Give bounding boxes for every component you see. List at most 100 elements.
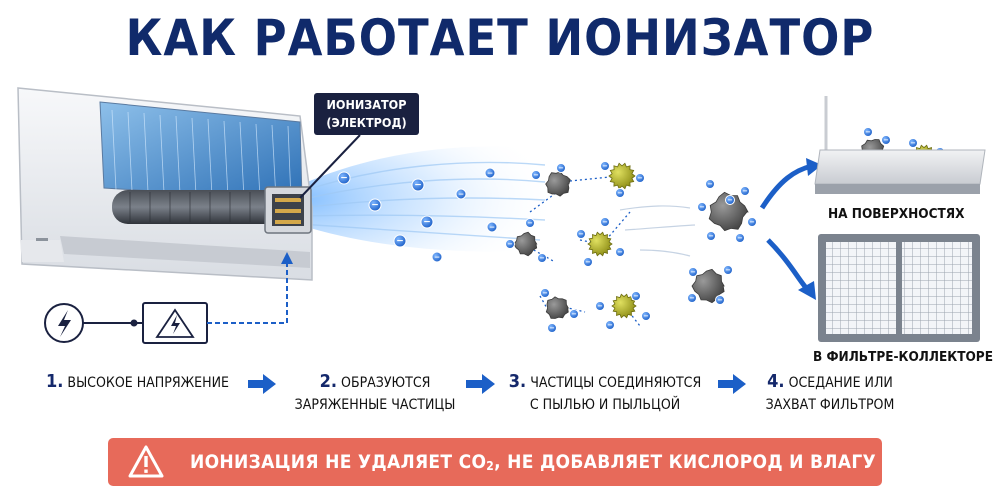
negative-ion: − (393, 234, 407, 248)
warning-icon (128, 445, 164, 478)
negative-ion: − (600, 161, 610, 171)
dust-particle (545, 296, 569, 319)
svg-text:−: − (637, 174, 643, 182)
svg-text:−: − (617, 248, 623, 256)
negative-ion: − (908, 138, 918, 148)
negative-ion: − (431, 251, 443, 263)
svg-text:−: − (434, 252, 440, 261)
step-1-line1: ВЫСОКОЕ НАПРЯЖЕНИЕ (67, 375, 229, 391)
negative-ion: − (531, 170, 541, 180)
dust-particle (513, 231, 538, 257)
svg-text:−: − (725, 266, 731, 274)
warning-text-pre: ИОНИЗАЦИЯ НЕ УДАЛЯЕТ CO (190, 451, 487, 473)
svg-text:−: − (578, 230, 584, 238)
svg-text:−: − (487, 168, 493, 177)
svg-text:−: − (396, 237, 404, 247)
svg-text:−: − (883, 136, 889, 144)
negative-ion: − (556, 163, 566, 173)
negative-ion: − (735, 233, 745, 243)
negative-ion: − (540, 288, 550, 298)
svg-text:−: − (571, 310, 577, 318)
svg-text:−: − (643, 312, 649, 320)
negative-ion: − (881, 135, 891, 145)
step-4-number: 4. (767, 371, 785, 392)
step-1: 1.ВЫСОКОЕ НАПРЯЖЕНИЕ (46, 371, 236, 394)
negative-ion: − (706, 231, 716, 241)
step-3-line1: ЧАСТИЦЫ СОЕДИНЯЮТСЯ (530, 375, 702, 391)
svg-text:−: − (910, 139, 916, 147)
svg-text:−: − (597, 302, 603, 310)
flow-lines (619, 205, 696, 257)
destination-arrows (759, 158, 822, 300)
step-2-line2: ЗАРЯЖЕННЫЕ ЧАСТИЦЫ (294, 397, 456, 413)
arrow-right-icon (718, 374, 746, 394)
svg-text:−: − (607, 321, 613, 329)
step-2-number: 2. (319, 371, 338, 392)
negative-ion: − (863, 127, 873, 137)
negative-ion: − (635, 173, 645, 183)
warning-text-sub: 2 (486, 459, 495, 473)
callout-pointer (299, 134, 361, 199)
warning-banner: ИОНИЗАЦИЯ НЕ УДАЛЯЕТ CO2, НЕ ДОБАВЛЯЕТ К… (108, 438, 882, 486)
svg-text:−: − (527, 219, 533, 227)
surface-shelf (814, 96, 986, 194)
svg-text:−: − (533, 171, 539, 179)
svg-text:−: − (423, 218, 431, 228)
air-conditioner (17, 87, 313, 281)
svg-text:−: − (489, 222, 495, 231)
step-2: 2.ОБРАЗУЮТСЯ ЗАРЯЖЕННЫЕ ЧАСТИЦЫ (285, 371, 465, 416)
warning-text-post: , НЕ ДОБАВЛЯЕТ КИСЛОРОД И ВЛАГУ (494, 451, 877, 473)
voltage-source (44, 252, 293, 344)
filter-collector (818, 234, 980, 342)
svg-text:−: − (690, 268, 696, 276)
step-4-line2: ЗАХВАТ ФИЛЬТРОМ (765, 397, 895, 413)
negative-ion: − (486, 221, 498, 233)
svg-text:−: − (539, 254, 545, 262)
negative-ion: − (747, 217, 757, 227)
negative-ion: − (715, 295, 725, 305)
pollen-particle (611, 293, 637, 319)
negative-ion: − (705, 179, 715, 189)
svg-text:−: − (558, 164, 564, 172)
svg-text:−: − (699, 203, 705, 211)
negative-ion: − (537, 253, 547, 263)
svg-text:−: − (708, 232, 714, 240)
svg-text:−: − (549, 324, 555, 332)
svg-text:−: − (707, 180, 713, 188)
dust-particle (708, 191, 749, 232)
negative-ion: − (420, 215, 434, 229)
arrow-right-icon (466, 374, 495, 394)
destination-filter: В ФИЛЬТРЕ-КОЛЛЕКТОРЕ (813, 349, 994, 365)
svg-text:−: − (602, 162, 608, 170)
ionizer-callout: ИОНИЗАТОР (ЭЛЕКТРОД) (314, 93, 419, 135)
svg-text:−: − (602, 218, 608, 226)
negative-ion: − (687, 293, 697, 303)
step-arrows (248, 374, 746, 394)
fan-roller (112, 190, 292, 224)
negative-ion: − (576, 229, 586, 239)
svg-text:−: − (585, 258, 591, 266)
negative-ion: − (723, 265, 733, 275)
negative-ion: − (615, 188, 625, 198)
destination-surfaces: НА ПОВЕРХНОСТЯХ (828, 206, 965, 222)
negative-ion: − (484, 167, 496, 179)
arrow-right-icon (248, 374, 276, 394)
negative-ion: − (547, 323, 557, 333)
negative-ion: − (455, 188, 467, 200)
svg-text:−: − (340, 174, 348, 184)
svg-text:−: − (458, 189, 464, 198)
negative-ion: − (505, 239, 515, 249)
svg-text:−: − (727, 196, 733, 204)
negative-ion: − (525, 218, 535, 228)
step-2-line1: ОБРАЗУЮТСЯ (341, 375, 431, 391)
dust-particle (545, 171, 571, 197)
svg-text:−: − (414, 181, 422, 191)
svg-text:−: − (742, 187, 748, 195)
negative-ion: − (641, 311, 651, 321)
negative-ion: − (605, 320, 615, 330)
svg-text:−: − (542, 289, 548, 297)
pollen-particle (587, 231, 613, 257)
svg-text:−: − (633, 292, 639, 300)
step-4: 4.ОСЕДАНИЕ ИЛИ ЗАХВАТ ФИЛЬТРОМ (750, 371, 910, 416)
